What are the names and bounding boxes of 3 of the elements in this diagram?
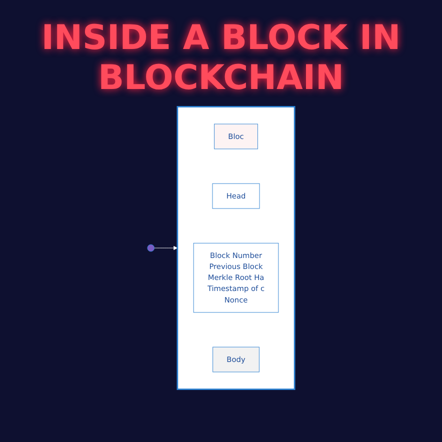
cluster [176,106,296,390]
title: INSIDE A BLOCK IN BLOCKCHAIN [40,17,402,98]
node-picture [147,244,155,252]
